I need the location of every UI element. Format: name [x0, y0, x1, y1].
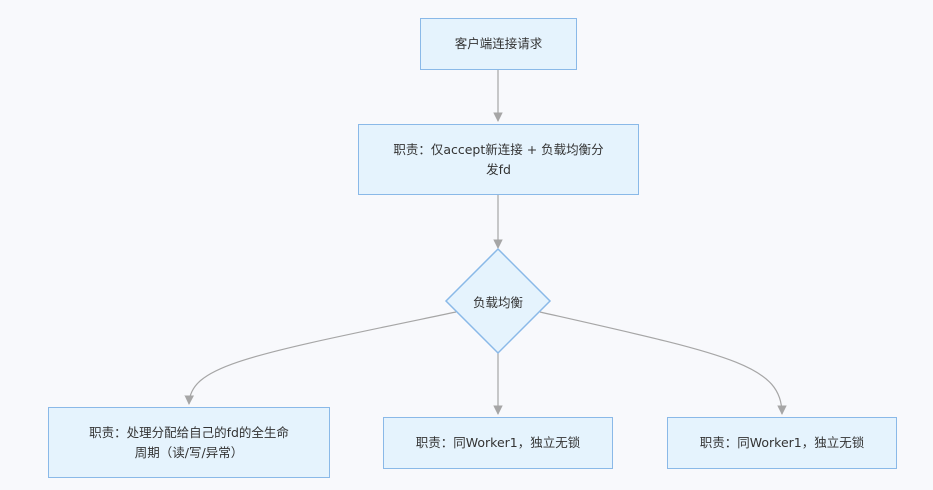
node-worker1: 职责：处理分配给自己的fd的全生命 周期（读/写/异常） — [48, 407, 330, 478]
node-master-line2: 发fd — [486, 161, 511, 177]
node-client-request-label: 客户端连接请求 — [454, 36, 543, 51]
node-worker2-label: 职责：同Worker1，独立无锁 — [415, 435, 581, 450]
node-worker3: 职责：同Worker1，独立无锁 — [667, 417, 897, 469]
node-worker1-line1: 职责：处理分配给自己的fd的全生命 — [89, 424, 289, 440]
node-worker3-label: 职责：同Worker1，独立无锁 — [699, 435, 865, 450]
node-load-balance-label: 负载均衡 — [472, 295, 523, 310]
node-worker2: 职责：同Worker1，独立无锁 — [383, 417, 613, 469]
edge-loadbalance-to-worker3 — [539, 311, 787, 415]
edge-loadbalance-to-worker1 — [184, 311, 457, 405]
load-balance-diamond — [444, 247, 552, 355]
node-master-line1: 职责：仅accept新连接 + 负载均衡分 — [393, 141, 604, 157]
node-worker1-line2: 周期（读/写/异常） — [134, 444, 244, 460]
node-client-request: 客户端连接请求 — [420, 18, 577, 70]
node-master: 职责：仅accept新连接 + 负载均衡分 发fd — [358, 124, 639, 195]
